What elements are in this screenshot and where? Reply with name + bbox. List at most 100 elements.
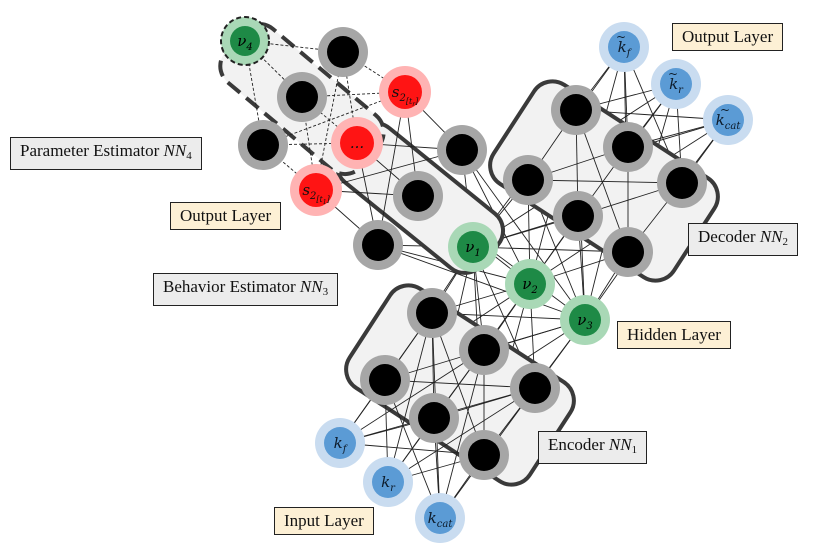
- neuron-dot: [468, 334, 500, 366]
- edge: [527, 179, 683, 184]
- node-symbol: ν2: [522, 275, 538, 296]
- encoder-neuron: [407, 288, 457, 338]
- input-node-cat: kcat: [415, 493, 465, 543]
- symbol-base: k: [618, 38, 627, 56]
- symbol-base: ν: [237, 32, 246, 50]
- symbol-base: ν: [522, 275, 531, 293]
- symbol-subsubscript: [t: [406, 97, 413, 106]
- node-symbol: ν4: [237, 32, 253, 53]
- node-symbol: kr: [381, 473, 396, 494]
- node-symbol: s2[t1]: [302, 181, 330, 206]
- node-symbol: ν1: [465, 238, 481, 259]
- output-node-cat: kcat ~: [703, 95, 753, 145]
- node-core: [514, 268, 546, 300]
- encoder-neuron: [459, 325, 509, 375]
- node-core: [569, 304, 601, 336]
- symbol-base: k: [428, 509, 437, 527]
- symbol-subscript: cat: [725, 121, 742, 132]
- node-core: [372, 466, 404, 498]
- neuron-dot: [519, 372, 551, 404]
- decoder-neuron: [503, 155, 553, 205]
- neuron-dot: [369, 364, 401, 396]
- neuron-dot: [560, 94, 592, 126]
- edge: [575, 109, 629, 253]
- decoder-neuron: [603, 227, 653, 277]
- symbol-subsubscript: r: [412, 101, 416, 108]
- parameter-estimator-label: Parameter Estimator NN4: [10, 137, 202, 170]
- parameter-neuron: [318, 27, 368, 77]
- v4-node: ν4: [220, 16, 270, 66]
- edge: [377, 244, 586, 321]
- node-symbol: kcat: [428, 509, 454, 530]
- node-core: [299, 173, 333, 207]
- node-symbol: kf: [618, 38, 633, 59]
- symbol-subscript: f: [342, 444, 349, 455]
- symbol-base: ν: [465, 238, 474, 256]
- node-core: [230, 26, 260, 56]
- behavior-output-node: ...: [331, 117, 383, 169]
- symbol-base: k: [716, 111, 725, 129]
- encoder-neuron: [510, 363, 560, 413]
- neuron-dot: [416, 297, 448, 329]
- symbol-subscript: cat: [437, 519, 454, 530]
- output-node-f: kf~: [599, 22, 649, 72]
- symbol-subsubscript: 1: [323, 199, 327, 206]
- decoder-neuron: [551, 85, 601, 135]
- input-node-f: kf: [315, 418, 365, 468]
- tilde-mark: ~: [616, 30, 626, 44]
- symbol-base: s: [392, 83, 400, 101]
- neuron-dot: [286, 81, 318, 113]
- symbol-base: k: [669, 75, 678, 93]
- neuron-dot: [418, 402, 450, 434]
- node-symbol: ...: [350, 134, 364, 152]
- symbol-subscript: 2: [530, 285, 537, 296]
- symbol-subsubscript: [t: [316, 195, 323, 204]
- edge: [439, 349, 485, 519]
- symbol-subscript: 2: [309, 191, 316, 202]
- hidden-node-1: ν1: [448, 222, 498, 272]
- output-node-r: kr~: [651, 59, 701, 109]
- decoder-neuron: [657, 158, 707, 208]
- neuron-dot: [327, 36, 359, 68]
- behavior-estimator-label: Behavior Estimator NN3: [153, 273, 339, 306]
- symbol-subscript: r: [390, 483, 396, 494]
- neuron-dot: [247, 129, 279, 161]
- behavior-neuron: [353, 220, 403, 270]
- edge: [339, 349, 485, 444]
- symbol-subscript: 2: [398, 93, 405, 104]
- encoder-neuron: [459, 430, 509, 480]
- behavior-neuron: [393, 171, 443, 221]
- node-symbol: kr: [669, 75, 684, 96]
- edge: [387, 312, 433, 483]
- symbol-subscript: r: [678, 85, 684, 96]
- symbol-base: s: [302, 181, 310, 199]
- symbol-base: ...: [350, 134, 364, 152]
- network-nodes: kfkrkcatkf~kr~kcat~ν1ν2ν3s2[tr]...s2[t1]…: [220, 16, 753, 543]
- parameter-neuron: [238, 120, 288, 170]
- neuron-dot: [468, 439, 500, 471]
- parameter-neuron: [277, 72, 327, 122]
- node-symbol: ν3: [577, 311, 593, 332]
- neuron-dot: [612, 131, 644, 163]
- edge: [461, 149, 586, 321]
- output-layer-label-left: Output Layer: [170, 202, 282, 230]
- symbol-subscript: f: [626, 48, 633, 59]
- neuron-dot: [612, 236, 644, 268]
- symbol-subsubscript: ]: [414, 97, 419, 106]
- tilde-mark: ~: [720, 103, 730, 117]
- decoder-label: Decoder NN2: [688, 223, 799, 256]
- encoder-neuron: [360, 355, 410, 405]
- node-core: [388, 75, 422, 109]
- neuron-dot: [402, 180, 434, 212]
- behavior-neuron: [437, 125, 487, 175]
- output-layer-label-top: Output Layer: [672, 23, 784, 51]
- neuron-dot: [446, 134, 478, 166]
- decoder-neuron: [553, 191, 603, 241]
- neuron-dot: [512, 164, 544, 196]
- symbol-subsubscript: ]: [326, 195, 331, 204]
- node-core: [424, 502, 456, 534]
- neuron-dot: [362, 229, 394, 261]
- node-symbol: kf: [334, 434, 349, 455]
- node-core: [608, 31, 640, 63]
